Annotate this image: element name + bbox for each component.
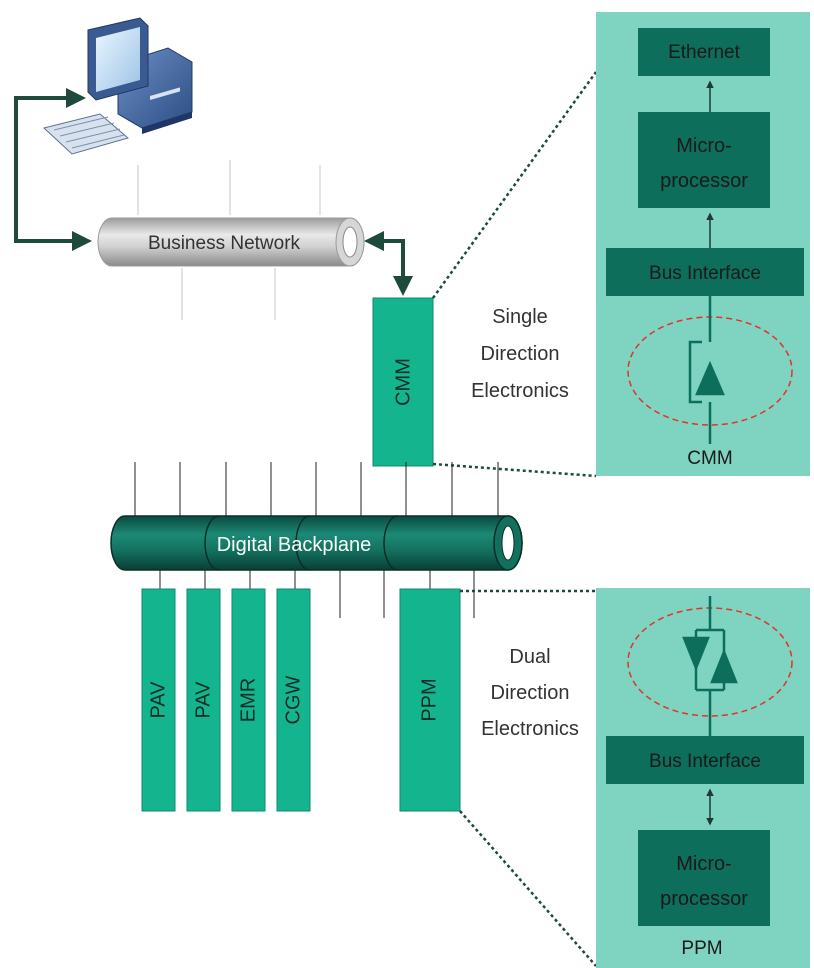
cmm-callout-lines [431, 71, 598, 478]
ppm-micro-line1: Micro- [676, 853, 732, 875]
cmm-module-label: CMM [392, 358, 414, 406]
ppm-bus-interface-box [606, 736, 804, 784]
single-direction-line1: Single [492, 306, 548, 328]
cmm-bus-interface-label: Bus Interface [649, 263, 761, 284]
ppm-detail-panel: Bus Interface Micro- processor PPM [596, 588, 810, 968]
dual-direction-line1: Dual [509, 646, 550, 668]
dual-direction-line3: Electronics [481, 718, 579, 740]
network-drop-lines [137, 160, 321, 320]
single-triangle-icon [688, 296, 725, 444]
single-direction-line3: Electronics [471, 380, 569, 402]
dual-direction-line2: Direction [491, 682, 570, 704]
business-network-label: Business Network [148, 233, 301, 254]
cgw-module-label: CGW [282, 675, 304, 724]
cmm-micro-line2: processor [660, 170, 748, 192]
ppm-micro-line2: processor [660, 888, 748, 910]
cmm-panel-caption: CMM [687, 448, 732, 469]
cmm-micro-line1: Micro- [676, 135, 732, 157]
single-direction-line2: Direction [481, 343, 560, 365]
cgw-module [276, 588, 311, 812]
ppm-module [399, 588, 461, 812]
ppm-callout-lines [459, 589, 597, 967]
ppm-panel-caption: PPM [681, 938, 722, 959]
ppm-microprocessor-box [638, 830, 770, 926]
cmm-detail-panel: Ethernet Micro- processor Bus Interface … [596, 12, 810, 476]
digital-backplane-label: Digital Backplane [217, 534, 372, 556]
ppm-bus-interface-label: Bus Interface [649, 751, 761, 772]
emr-module [231, 588, 266, 812]
cmm-microprocessor-box [638, 112, 770, 208]
dual-direction-label: Dual Direction Electronics [481, 646, 579, 740]
emr-module-label: EMR [237, 678, 259, 722]
computer-icon [42, 17, 193, 155]
ethernet-label: Ethernet [668, 42, 741, 63]
single-direction-label: Single Direction Electronics [471, 306, 569, 402]
dual-triangle-icon [682, 596, 738, 736]
network-cmm-link [364, 231, 413, 296]
cmm-module [372, 297, 434, 467]
backplane-bottom-drops [159, 570, 475, 618]
cmm-bus-interface-box [606, 248, 804, 296]
ethernet-box [638, 28, 770, 76]
ppm-module-label: PPM [418, 678, 440, 721]
backplane-top-drops [134, 462, 499, 516]
pav-module-1 [141, 588, 176, 812]
computer-network-link [14, 88, 92, 251]
pav-module-2 [186, 588, 221, 812]
pav-module-2-label: PAV [192, 681, 214, 719]
digital-backplane-pipe [110, 515, 523, 571]
pav-module-1-label: PAV [147, 681, 169, 719]
